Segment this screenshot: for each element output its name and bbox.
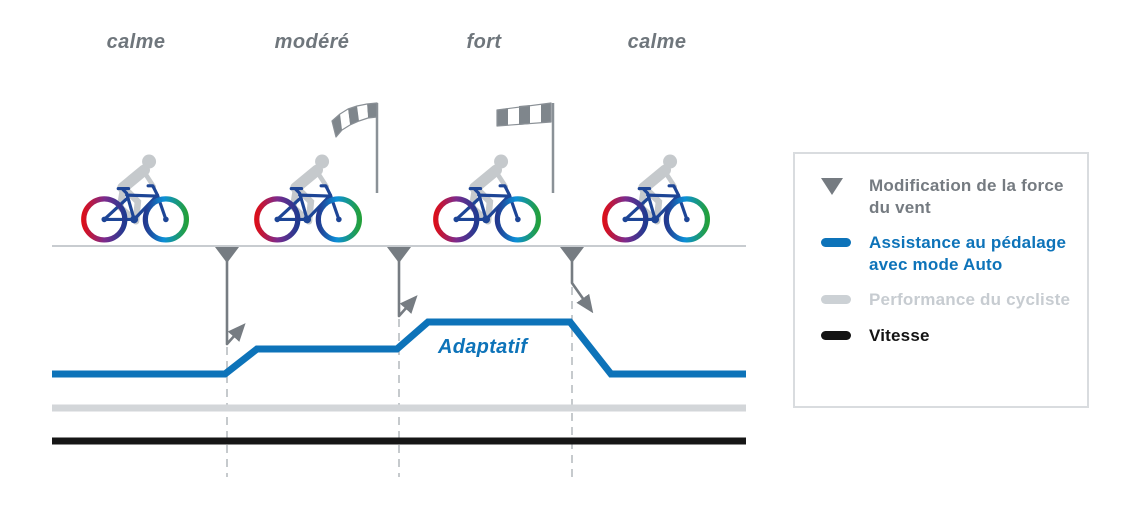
windsock-strong-icon	[496, 102, 555, 193]
cyclist-icon-3	[436, 155, 539, 240]
wind-change-marker-2	[387, 247, 418, 318]
cyclist-icon-4	[605, 155, 708, 240]
phase-label-calme-2: calme	[627, 31, 687, 53]
assistance-line-swatch-icon	[821, 238, 851, 248]
curve-label-adaptatif: Adaptatif	[438, 336, 528, 358]
legend-label-performance: Performance du cycliste	[869, 290, 1071, 310]
legend-label-speed: Vitesse	[869, 325, 930, 345]
wind-change-marker-1	[215, 247, 246, 346]
phase-label-fort: fort	[466, 31, 502, 53]
legend-row-performance: Performance du cycliste	[821, 289, 1073, 311]
legend-row-assistance: Assistance au pédalage avec mode Auto	[821, 232, 1073, 275]
legend-row-wind-change: Modification de la force du vent	[821, 175, 1073, 218]
performance-line-swatch-icon	[821, 295, 851, 305]
legend: Modification de la force du vent Assista…	[793, 152, 1089, 408]
cyclist-icon-1	[84, 155, 187, 240]
triangle-down-icon	[821, 178, 843, 195]
speed-line-swatch-icon	[821, 330, 851, 340]
legend-label-assistance: Assistance au pédalage avec mode Auto	[869, 233, 1067, 274]
legend-row-speed: Vitesse	[821, 325, 1073, 347]
legend-label-wind-change: Modification de la force du vent	[869, 176, 1064, 217]
wind-change-marker-3	[560, 247, 594, 314]
windsock-moderate-icon	[331, 102, 379, 193]
assistance-line	[52, 318, 746, 378]
phase-label-modere: modéré	[274, 31, 350, 53]
phase-label-calme-1: calme	[106, 31, 166, 53]
cyclist-icon-2	[257, 155, 360, 240]
